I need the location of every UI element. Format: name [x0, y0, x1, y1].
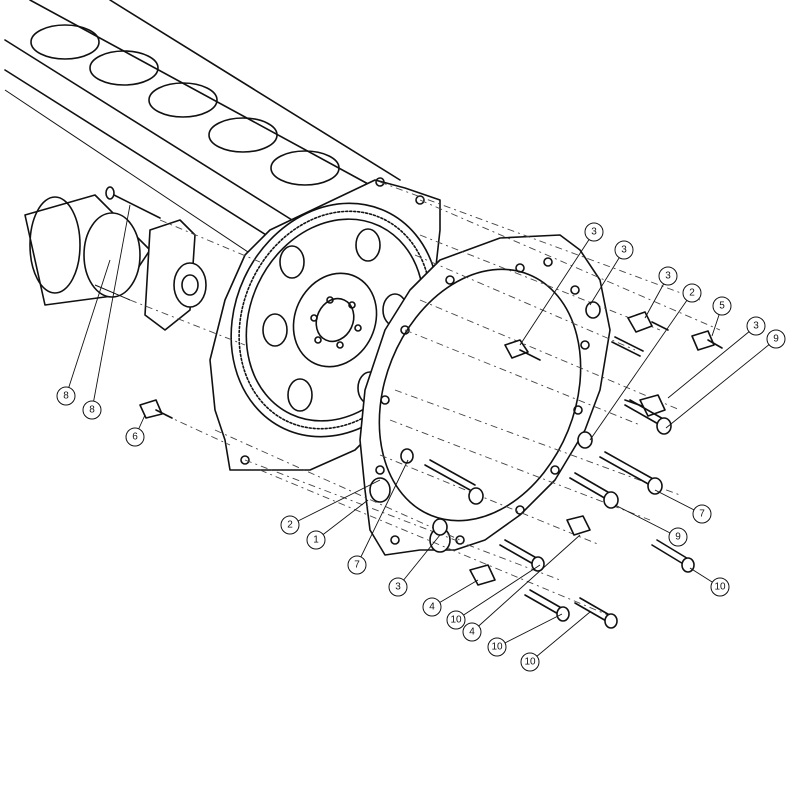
callout-1: 1: [306, 530, 326, 550]
callout-3: 3: [658, 266, 678, 286]
flywheel-bolt-holes: [310, 296, 362, 349]
callout-label: 6: [132, 432, 138, 443]
callout-label: 3: [665, 271, 671, 282]
callout-8: 8: [56, 386, 76, 406]
callout-label: 7: [354, 560, 360, 571]
callout-3: 3: [584, 222, 604, 242]
callout-10: 10: [710, 577, 730, 597]
cap-screw: [624, 399, 672, 435]
dowel-pin: [400, 448, 414, 464]
callout-5: 5: [712, 296, 732, 316]
callout-9: 9: [668, 527, 688, 547]
callout-3: 3: [614, 240, 634, 260]
hex-bolt: [566, 515, 591, 536]
callout-label: 2: [689, 288, 695, 299]
callout-label: 3: [753, 321, 759, 332]
callout-balloons: 1 2 2 3 3 3 3 3: [56, 222, 786, 672]
cap-screw: [424, 459, 484, 505]
cap-screw: [599, 451, 663, 495]
assembly-centerlines: [129, 181, 721, 621]
callout-label: 10: [491, 642, 503, 653]
callout-label: 9: [675, 532, 681, 543]
callout-4: 4: [422, 597, 442, 617]
callout-10: 10: [446, 610, 466, 630]
callout-label: 1: [313, 535, 319, 546]
callout-label: 3: [621, 245, 627, 256]
callout-7: 7: [692, 504, 712, 524]
callout-6: 6: [125, 427, 145, 447]
hex-bolt: [691, 330, 723, 351]
callout-label: 8: [63, 391, 69, 402]
callout-10: 10: [487, 637, 507, 657]
callout-2: 2: [682, 283, 702, 303]
callout-3: 3: [746, 316, 766, 336]
hex-bolt: [469, 564, 496, 586]
callout-label: 7: [699, 509, 705, 520]
callout-10: 10: [520, 652, 540, 672]
callout-label: 4: [429, 602, 435, 613]
callout-label: 10: [714, 582, 726, 593]
cylinder-bores: [30, 24, 340, 186]
hex-bolt: [624, 394, 666, 417]
cap-screw: [574, 597, 618, 629]
callout-label: 10: [524, 657, 536, 668]
cap-screw: [524, 589, 570, 622]
dowel-pin: [585, 301, 601, 319]
hex-bolt: [139, 399, 173, 419]
hex-bolt: [504, 339, 541, 361]
starter-motor: [24, 186, 207, 331]
callout-7: 7: [347, 555, 367, 575]
engine-block: [4, 0, 436, 261]
callout-label: 10: [450, 615, 462, 626]
adapter-plate: [359, 234, 611, 556]
callout-label: 3: [395, 582, 401, 593]
callout-label: 9: [773, 334, 779, 345]
callout-3: 3: [388, 577, 408, 597]
callout-4: 4: [462, 622, 482, 642]
cap-screw: [611, 336, 644, 357]
callout-label: 2: [287, 520, 293, 531]
callout-8: 8: [82, 400, 102, 420]
dowel-pin: [432, 518, 448, 536]
fasteners: [139, 301, 723, 629]
hex-bolt: [627, 311, 669, 333]
cap-screw: [569, 472, 619, 509]
dowel-pin: [577, 431, 593, 449]
callout-label: 3: [591, 227, 597, 238]
cap-screw: [499, 539, 545, 572]
callout-2: 2: [280, 515, 300, 535]
callout-9: 9: [766, 329, 786, 349]
callout-label: 8: [89, 405, 95, 416]
leader-lines: [65, 204, 777, 663]
callout-label: 4: [469, 627, 475, 638]
callout-label: 5: [719, 301, 725, 312]
